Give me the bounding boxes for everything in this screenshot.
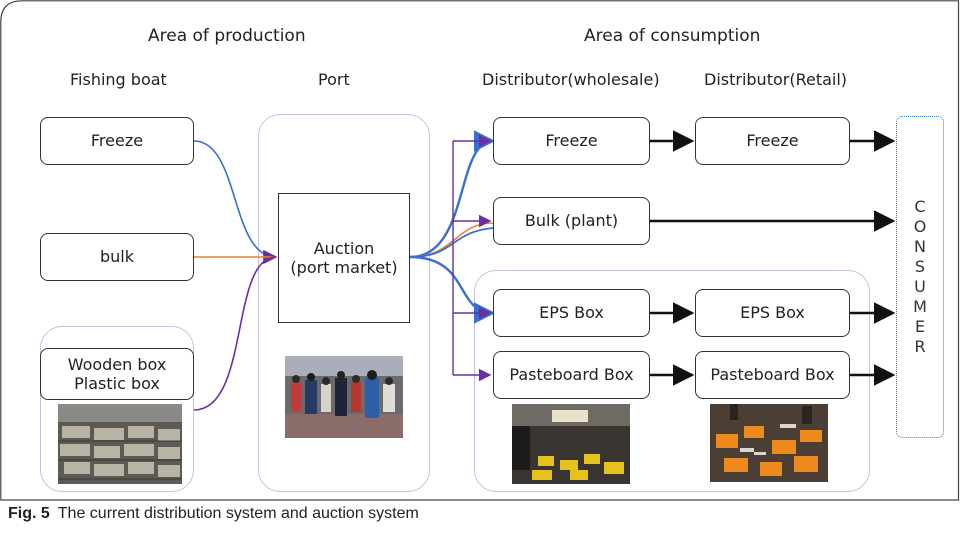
boat-box-node: Wooden box Plastic box bbox=[40, 348, 194, 400]
consumer-letter: U bbox=[914, 277, 926, 296]
auction-node: Auction (port market) bbox=[278, 193, 410, 323]
wholesale-bulk-label: Bulk (plant) bbox=[524, 211, 619, 231]
consumer-letter: R bbox=[914, 337, 926, 356]
auction-label-2: (port market) bbox=[290, 258, 398, 277]
consumer-letter: O bbox=[913, 217, 927, 236]
boat-bulk-node: bulk bbox=[40, 233, 194, 281]
column-wholesale: Distributor(wholesale) bbox=[482, 70, 660, 89]
figure-caption: Fig. 5 The current distribution system an… bbox=[8, 505, 419, 523]
retail-freeze-node: Freeze bbox=[695, 117, 850, 165]
consumer-letter: S bbox=[914, 257, 926, 276]
retail-pasteboard-node: Pasteboard Box bbox=[695, 351, 850, 399]
retail-freeze-label: Freeze bbox=[746, 131, 799, 151]
consumer-letter: E bbox=[914, 317, 926, 336]
consumer-letter: M bbox=[913, 297, 927, 316]
retail-pasteboard-label: Pasteboard Box bbox=[710, 365, 835, 385]
boat-box-label-2: Plastic box bbox=[74, 374, 160, 393]
auction-label-1: Auction bbox=[313, 238, 375, 258]
wholesale-pasteboard-node: Pasteboard Box bbox=[493, 351, 650, 399]
wholesale-bulk-node: Bulk (plant) bbox=[493, 197, 650, 245]
wholesale-market-photo bbox=[512, 404, 630, 484]
boat-bulk-label: bulk bbox=[99, 247, 134, 267]
auction-photo bbox=[285, 356, 403, 438]
box-to-auction-line bbox=[193, 256, 277, 411]
consumer-node: C O N S U M E R bbox=[896, 116, 944, 438]
consumer-letter: N bbox=[914, 237, 926, 256]
consumer-letter: C bbox=[914, 197, 926, 216]
wholesale-eps-node: EPS Box bbox=[493, 289, 650, 337]
auction-to-eps-line bbox=[409, 255, 496, 324]
freeze-to-auction-line bbox=[193, 140, 278, 265]
header-consumption: Area of consumption bbox=[584, 26, 761, 46]
auction-to-bulk-line bbox=[409, 222, 494, 258]
retail-market-photo bbox=[710, 404, 828, 482]
retail-eps-node: EPS Box bbox=[695, 289, 850, 337]
column-port: Port bbox=[318, 70, 350, 89]
column-fishing-boat: Fishing boat bbox=[70, 70, 167, 89]
column-retail: Distributor(Retail) bbox=[704, 70, 848, 89]
figure-caption-label: Fig. 5 bbox=[8, 505, 50, 522]
wholesale-freeze-node: Freeze bbox=[493, 117, 650, 165]
header-production: Area of production bbox=[148, 26, 306, 46]
auction-to-freeze-line bbox=[409, 130, 496, 259]
boat-freeze-node: Freeze bbox=[40, 117, 194, 165]
boat-boxes-photo bbox=[58, 404, 182, 484]
auction-to-bulk-blue-line bbox=[409, 227, 494, 258]
wholesale-freeze-label: Freeze bbox=[545, 131, 598, 151]
retail-eps-label: EPS Box bbox=[740, 303, 805, 323]
boat-freeze-label: Freeze bbox=[90, 131, 144, 151]
figure-caption-text: The current distribution system and auct… bbox=[57, 505, 419, 522]
wholesale-pasteboard-label: Pasteboard Box bbox=[509, 365, 634, 385]
wholesale-eps-label: EPS Box bbox=[539, 303, 604, 323]
boat-box-label-1: Wooden box bbox=[67, 354, 167, 374]
